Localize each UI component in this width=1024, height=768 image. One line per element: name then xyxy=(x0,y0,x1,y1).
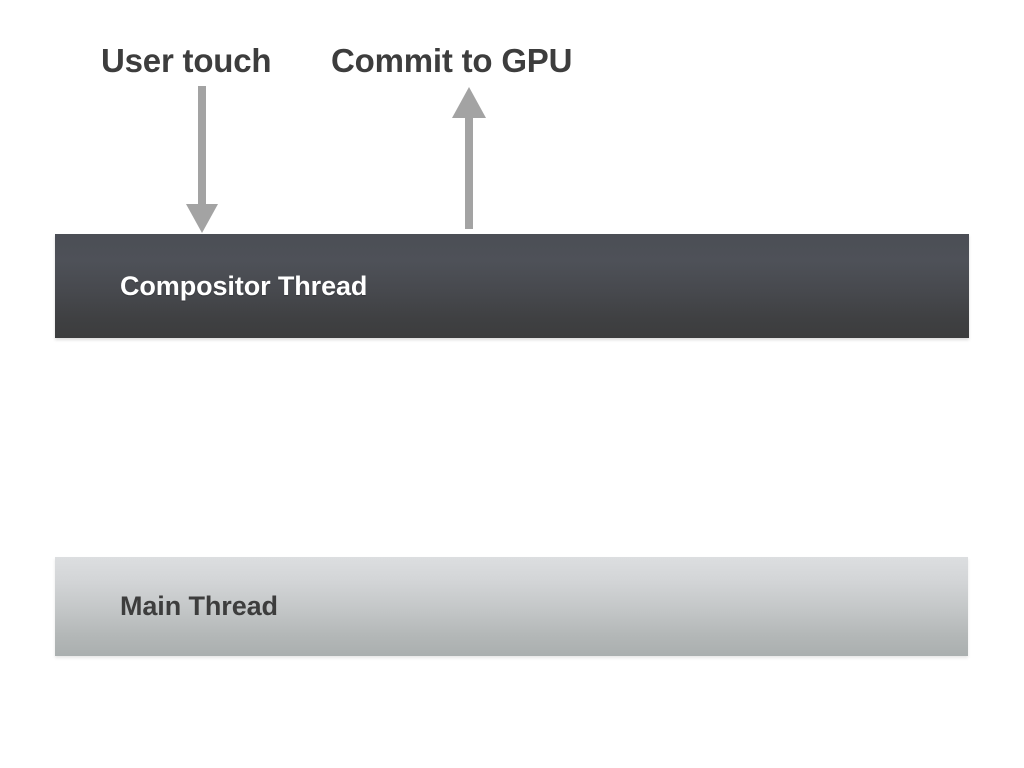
arrow-down-icon xyxy=(186,86,218,233)
thread-lane-label-compositor-thread: Compositor Thread xyxy=(120,270,368,301)
thread-lane-compositor-thread: Compositor Thread xyxy=(55,234,969,338)
annotation-label-commit-to-gpu: Commit to GPU xyxy=(331,42,573,79)
arrow-up-icon xyxy=(452,87,486,229)
thread-lane-main-thread: Main Thread xyxy=(55,557,968,656)
annotation-label-user-touch: User touch xyxy=(101,42,272,79)
thread-lane-label-main-thread: Main Thread xyxy=(120,591,278,621)
